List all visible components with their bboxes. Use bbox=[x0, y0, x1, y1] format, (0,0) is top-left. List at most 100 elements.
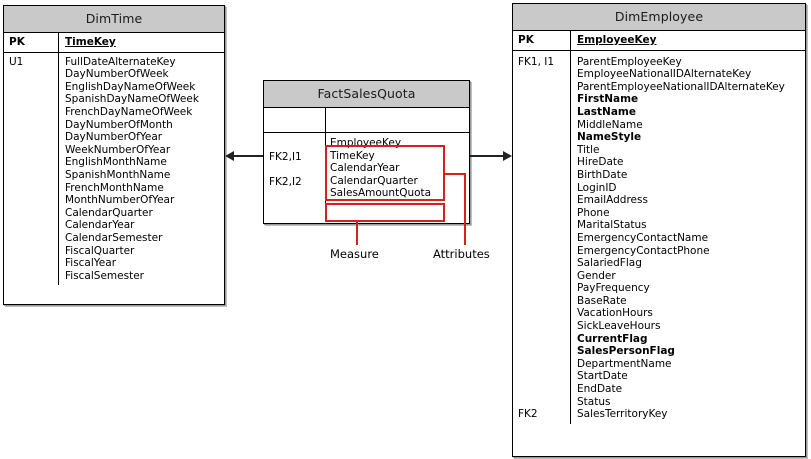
dim-employee-field: BirthDate bbox=[577, 168, 628, 181]
dim-employee-key-spacer bbox=[518, 81, 566, 94]
dim-employee-field: LoginID bbox=[577, 181, 617, 194]
dim-employee-key-spacer bbox=[518, 270, 566, 283]
dim-employee-field: HireDate bbox=[577, 156, 624, 169]
dim-employee-key-spacer bbox=[518, 396, 566, 409]
entity-dim-time[interactable]: DimTime PK TimeKey U1 FullDateAlternateK… bbox=[3, 5, 225, 305]
dim-time-field: FiscalSemester bbox=[65, 269, 144, 282]
dim-time-field: FiscalYear bbox=[65, 257, 117, 270]
dim-employee-field: EmailAddress bbox=[577, 194, 648, 207]
entity-fact-sales-quota[interactable]: FactSalesQuota FK2,I1 FK2,I2 EmployeeKey… bbox=[263, 80, 470, 224]
dim-employee-key-spacer bbox=[518, 219, 566, 232]
dim-time-field: FrenchDayNameOfWeek bbox=[65, 105, 193, 118]
dim-time-field: CalendarQuarter bbox=[65, 206, 153, 219]
dim-time-field: DayNumberOfMonth bbox=[65, 118, 173, 131]
dim-employee-key-spacer bbox=[518, 232, 566, 245]
dim-employee-field: ParentEmployeeNationalIDAlternateKey bbox=[577, 80, 785, 93]
entity-title-dim-employee: DimEmployee bbox=[513, 4, 805, 31]
dim-time-field: FiscalQuarter bbox=[65, 244, 135, 257]
dim-employee-key-spacer bbox=[518, 119, 566, 132]
dim-employee-field: Status bbox=[577, 395, 611, 408]
dim-employee-key-spacer bbox=[518, 320, 566, 333]
dim-employee-key-spacer bbox=[518, 307, 566, 320]
dim-time-field: WeekNumberOfYear bbox=[65, 143, 171, 156]
dim-employee-field: SickLeaveHours bbox=[577, 320, 661, 333]
dim-employee-field: EndDate bbox=[577, 383, 623, 396]
fact-sales-quota-measure-fields: SalesAmountQuota bbox=[330, 187, 465, 200]
dim-time-field: DayNumberOfWeek bbox=[65, 68, 169, 81]
dim-employee-field: FirstName bbox=[577, 93, 639, 106]
dim-time-field: FrenchMonthName bbox=[65, 181, 164, 194]
entity-dim-employee[interactable]: DimEmployee PK EmployeeKey FK1, I1 FK2 P… bbox=[512, 3, 806, 457]
dim-employee-field: StartDate bbox=[577, 370, 628, 383]
dim-employee-field: PayFrequency bbox=[577, 282, 650, 295]
fact-sales-quota-attribute-field: CalendarQuarter bbox=[330, 174, 418, 187]
measure-callout-label: Measure bbox=[330, 247, 379, 261]
dim-employee-key-spacer bbox=[518, 282, 566, 295]
dim-time-field: CalendarSemester bbox=[65, 231, 163, 244]
fact-sales-quota-attribute-field: CalendarYear bbox=[330, 162, 400, 175]
dim-employee-field: EmergencyContactPhone bbox=[577, 244, 710, 257]
dim-time-field: CalendarYear bbox=[65, 219, 135, 232]
fact-sales-quota-primary-key-section bbox=[264, 108, 469, 133]
attributes-leader-line-horizontal bbox=[444, 173, 466, 175]
dim-employee-key-spacer bbox=[518, 345, 566, 358]
dim-employee-key-spacer bbox=[518, 370, 566, 383]
attributes-highlight-box bbox=[325, 145, 445, 201]
dim-employee-field: DepartmentName bbox=[577, 357, 672, 370]
dim-time-field: EnglishDayNameOfWeek bbox=[65, 80, 196, 93]
measure-leader-line bbox=[356, 222, 358, 245]
dim-employee-primary-key-section: PK EmployeeKey bbox=[513, 31, 805, 51]
dim-employee-key-spacer bbox=[518, 245, 566, 258]
measure-highlight-box bbox=[325, 203, 445, 222]
fact-sales-quota-pk-fields bbox=[325, 108, 469, 132]
dim-time-field: SpanishDayNameOfWeek bbox=[65, 93, 199, 106]
dim-employee-key-spacer bbox=[518, 144, 566, 157]
dim-time-pk-fields: TimeKey bbox=[58, 33, 224, 52]
fact-sales-quota-fk-labels: FK2,I1 FK2,I2 bbox=[264, 133, 325, 204]
entity-title-fact-sales-quota: FactSalesQuota bbox=[264, 81, 469, 108]
dim-employee-key-spacer bbox=[518, 131, 566, 144]
dim-employee-field: SalesTerritoryKey bbox=[577, 408, 668, 421]
dim-employee-key-spacer bbox=[518, 182, 566, 195]
dim-employee-pk-label: PK bbox=[518, 34, 534, 46]
dim-time-pk-field: TimeKey bbox=[65, 36, 116, 48]
dim-employee-field: CurrentFlag bbox=[577, 332, 648, 345]
dim-employee-field: MaritalStatus bbox=[577, 219, 647, 232]
dim-time-field: EnglishMonthName bbox=[65, 156, 167, 169]
fact-sales-quota-attribute-field: TimeKey bbox=[330, 149, 375, 162]
dim-employee-key-spacer bbox=[518, 156, 566, 169]
dim-employee-field: EmergencyContactName bbox=[577, 231, 709, 244]
dim-employee-field: LastName bbox=[577, 105, 636, 118]
relationship-line-dimtime-factsalesquota bbox=[234, 155, 263, 157]
dim-employee-key-spacer bbox=[518, 358, 566, 371]
dim-employee-key-spacer bbox=[518, 68, 566, 81]
dim-employee-key-spacer bbox=[518, 207, 566, 220]
dim-employee-key-spacer bbox=[518, 169, 566, 182]
dim-employee-field: Phone bbox=[577, 206, 610, 219]
dim-employee-field: Gender bbox=[577, 269, 616, 282]
dim-employee-field: Title bbox=[577, 143, 600, 156]
dim-employee-field: SalesPersonFlag bbox=[577, 345, 675, 358]
dim-time-field: DayNumberOfYear bbox=[65, 131, 163, 144]
dim-time-body-key-label: U1 bbox=[9, 55, 24, 68]
dim-employee-key-spacer bbox=[518, 383, 566, 396]
relationship-arrow-to-dimemployee bbox=[503, 151, 512, 161]
dim-employee-key-spacer bbox=[518, 257, 566, 270]
fact-sales-quota-fk-label-2: FK2,I2 bbox=[269, 175, 302, 188]
dim-employee-key-spacer bbox=[518, 295, 566, 308]
dim-time-field: MonthNumberOfYear bbox=[65, 194, 175, 207]
entity-title-dim-time: DimTime bbox=[4, 6, 224, 33]
fact-sales-quota-pk-label bbox=[264, 108, 325, 132]
dim-employee-field: ParentEmployeeKey bbox=[577, 55, 682, 68]
fact-sales-quota-fk-label-1: FK2,I1 bbox=[269, 150, 302, 163]
dim-employee-key-spacer bbox=[518, 93, 566, 106]
dim-time-field: FullDateAlternateKey bbox=[65, 55, 176, 68]
dim-employee-key-spacer bbox=[518, 194, 566, 207]
dim-time-field: SpanishMonthName bbox=[65, 168, 171, 181]
dim-time-primary-key-section: PK TimeKey bbox=[4, 33, 224, 53]
dim-employee-field: NameStyle bbox=[577, 131, 642, 144]
